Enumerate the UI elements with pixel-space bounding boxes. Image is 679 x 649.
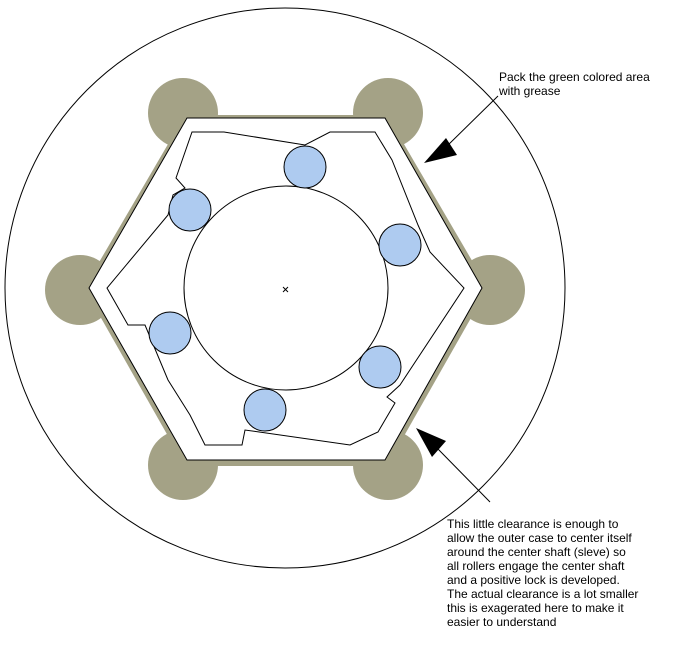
grease-note-arrow: [424, 95, 499, 163]
center-shaft: [183, 185, 389, 391]
roller-4: [148, 311, 192, 355]
roller-5: [358, 345, 402, 389]
grease-annotation: Pack the green colored area with grease: [499, 70, 650, 98]
center-mark: [282, 286, 289, 293]
roller-3: [378, 223, 422, 267]
roller-2: [168, 188, 212, 232]
clearance-annotation: This little clearance is enough to allow…: [447, 517, 639, 629]
rollers: [148, 145, 422, 432]
clearance-note-arrow: [416, 428, 491, 503]
roller-1: [283, 145, 327, 189]
roller-6: [243, 388, 287, 432]
